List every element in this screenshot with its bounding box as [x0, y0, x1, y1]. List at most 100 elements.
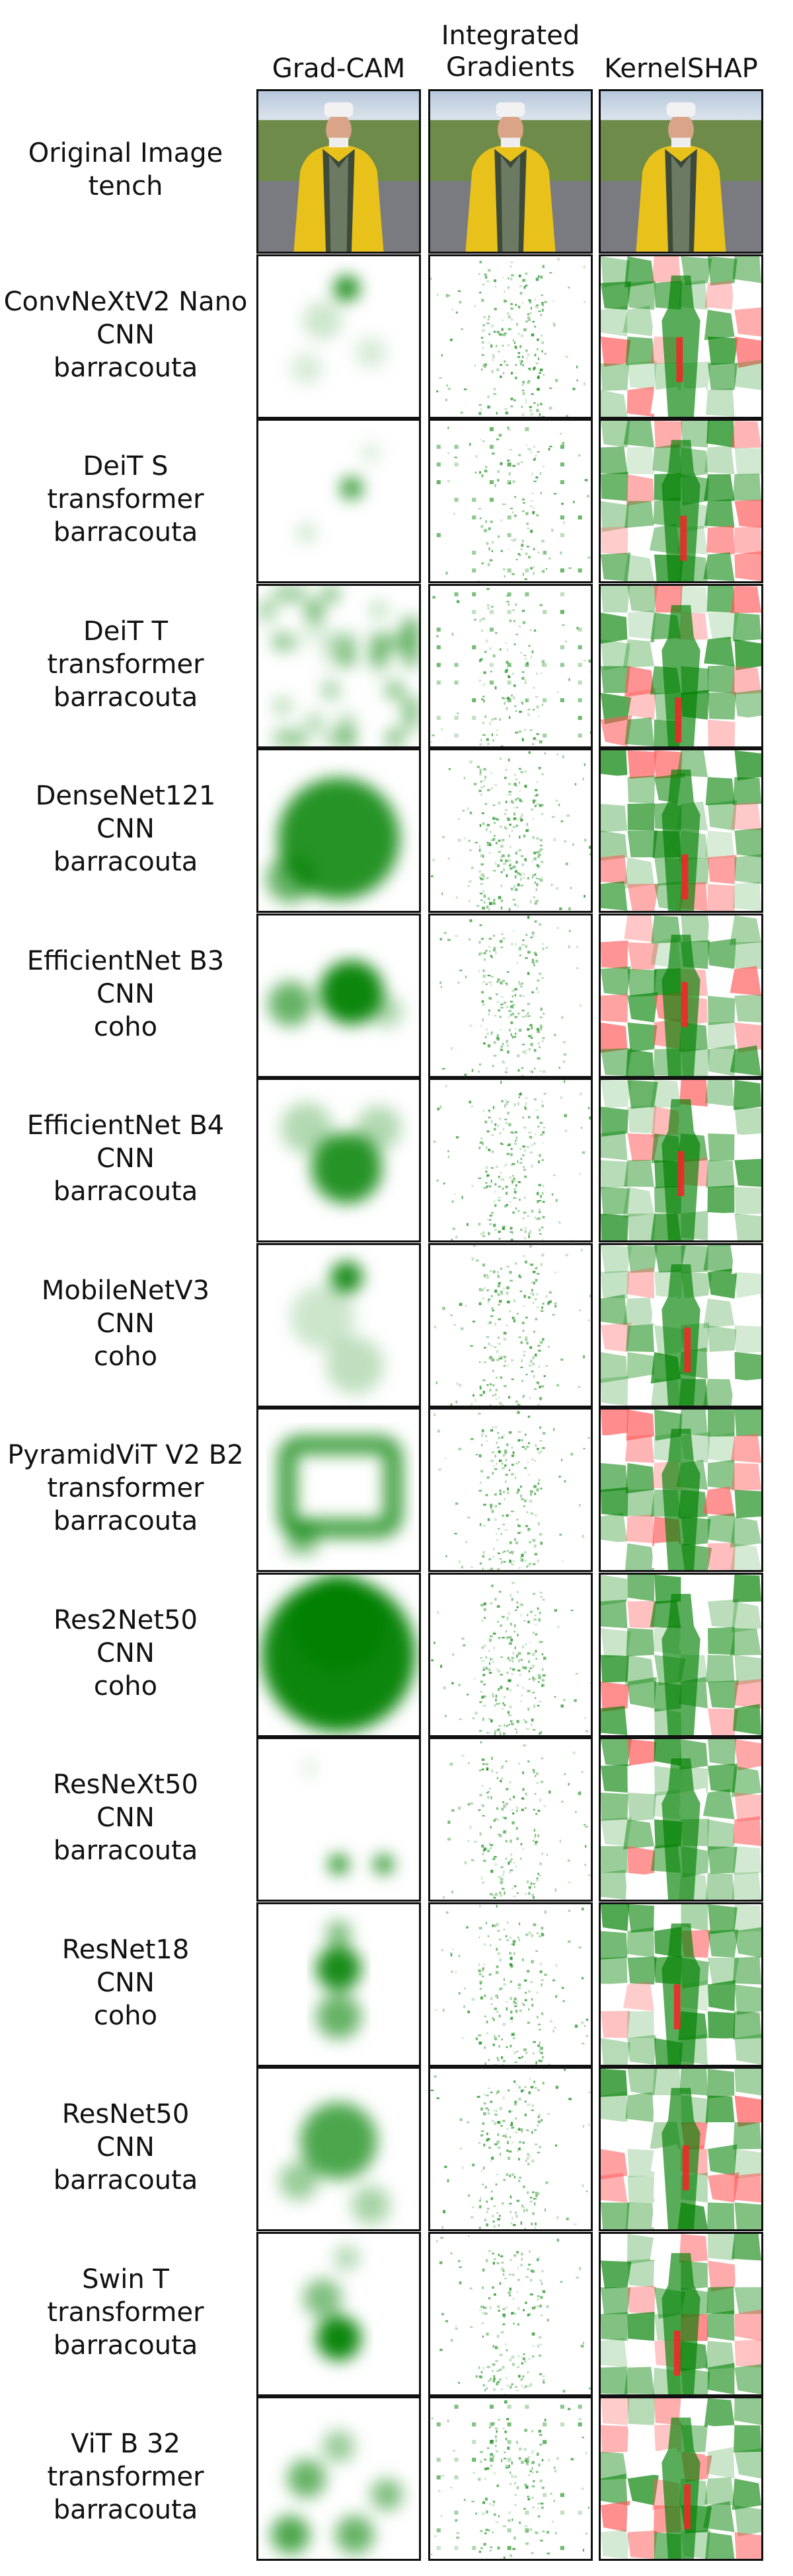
row-label-line: CNN [96, 1143, 155, 1174]
row-label-line: barracouta [53, 517, 198, 548]
kernelshap-map [599, 913, 763, 1078]
integrated-gradients-map [428, 584, 593, 748]
row-label-line: ViT B 32 [71, 2428, 180, 2459]
gradcam-map [256, 2067, 421, 2231]
row-label-line: CNN [96, 1802, 155, 1833]
row-label-line: ResNeXt50 [53, 1769, 198, 1800]
row-label-line: transformer [47, 483, 204, 515]
gradcam-map [256, 584, 421, 748]
row-label-line: Swin T [82, 2264, 169, 2295]
original-image-2 [599, 89, 763, 254]
kernelshap-map [599, 2067, 763, 2231]
row-label-line: barracouta [53, 2330, 198, 2361]
row-label-line: coho [93, 2000, 158, 2031]
row-label-line: coho [93, 1011, 158, 1042]
column-header-line: Gradients [446, 52, 575, 83]
gradcam-map [256, 913, 421, 1078]
kernelshap-map [599, 2232, 763, 2396]
integrated-gradients-map [428, 913, 593, 1078]
row-label-line: CNN [96, 1308, 155, 1339]
row-label-line: coho [93, 1670, 158, 1701]
kernelshap-map [599, 1737, 763, 1902]
integrated-gradients-map [428, 419, 593, 583]
integrated-gradients-map [428, 1078, 593, 1242]
integrated-gradients-map [428, 748, 593, 913]
row-label-line: CNN [96, 978, 155, 1009]
row-label-line: ConvNeXtV2 Nano [3, 286, 248, 317]
gradcam-map [256, 1078, 421, 1242]
integrated-gradients-map [428, 1573, 593, 1737]
row-label-line: Res2Net50 [53, 1604, 198, 1635]
kernelshap-map [599, 254, 763, 419]
row-label-line: CNN [96, 1967, 155, 1998]
gradcam-map [256, 1573, 421, 1737]
kernelshap-map [599, 1573, 763, 1737]
row-label-line: barracouta [53, 2165, 198, 2196]
integrated-gradients-map [428, 2232, 593, 2396]
row-label-line: ResNet18 [61, 1934, 190, 1965]
row-label-line: ResNet50 [61, 2098, 190, 2129]
gradcam-map [256, 1737, 421, 1902]
integrated-gradients-map [428, 1902, 593, 2067]
column-header-line: Integrated [441, 20, 580, 51]
gradcam-map [256, 2232, 421, 2396]
row-label-line: transformer [47, 1472, 204, 1503]
kernelshap-map [599, 419, 763, 583]
integrated-gradients-map [428, 2067, 593, 2231]
gradcam-map [256, 419, 421, 583]
row-label-line: DeiT T [83, 616, 169, 647]
row-label-line: PyramidViT V2 B2 [7, 1439, 244, 1470]
kernelshap-map [599, 748, 763, 913]
row-label-line: barracouta [53, 1505, 198, 1536]
row-label-line: transformer [47, 649, 204, 680]
column-header-0: Grad-CAM [246, 53, 432, 85]
row-label-line: barracouta [53, 1176, 198, 1207]
row-label-line: tench [88, 170, 163, 201]
row-label-line: DeiT S [83, 450, 169, 482]
gradcam-map [256, 1408, 421, 1572]
kernelshap-map [599, 1408, 763, 1572]
row-label-line: EfficientNet B3 [26, 945, 225, 976]
integrated-gradients-map [428, 254, 593, 419]
integrated-gradients-map [428, 2396, 593, 2561]
kernelshap-map [599, 1902, 763, 2067]
row-label-line: transformer [47, 2461, 204, 2492]
row-label-line: EfficientNet B4 [26, 1110, 225, 1141]
gradcam-map [256, 254, 421, 419]
row-label-line: CNN [96, 1637, 155, 1668]
kernelshap-map [599, 584, 763, 748]
row-label-line: DenseNet121 [35, 780, 216, 811]
kernelshap-map [599, 1243, 763, 1408]
gradcam-map [256, 1243, 421, 1408]
gradcam-map [256, 2396, 421, 2561]
integrated-gradients-map [428, 1243, 593, 1408]
row-label-line: barracouta [53, 682, 198, 713]
original-image-0 [256, 89, 421, 254]
row-label-line: Original Image [28, 137, 223, 168]
row-label-line: CNN [96, 319, 155, 350]
row-label-line: coho [93, 1341, 158, 1372]
original-image-1 [428, 89, 593, 254]
row-label-line: CNN [96, 2131, 155, 2163]
row-label-line: transformer [47, 2297, 204, 2328]
kernelshap-map [599, 2396, 763, 2561]
column-header-line: Grad-CAM [272, 54, 406, 84]
row-label-line: barracouta [53, 352, 198, 383]
row-label-line: barracouta [53, 1835, 198, 1866]
row-label-line: MobileNetV3 [41, 1275, 210, 1306]
gradcam-map [256, 748, 421, 913]
integrated-gradients-map [428, 1408, 593, 1572]
